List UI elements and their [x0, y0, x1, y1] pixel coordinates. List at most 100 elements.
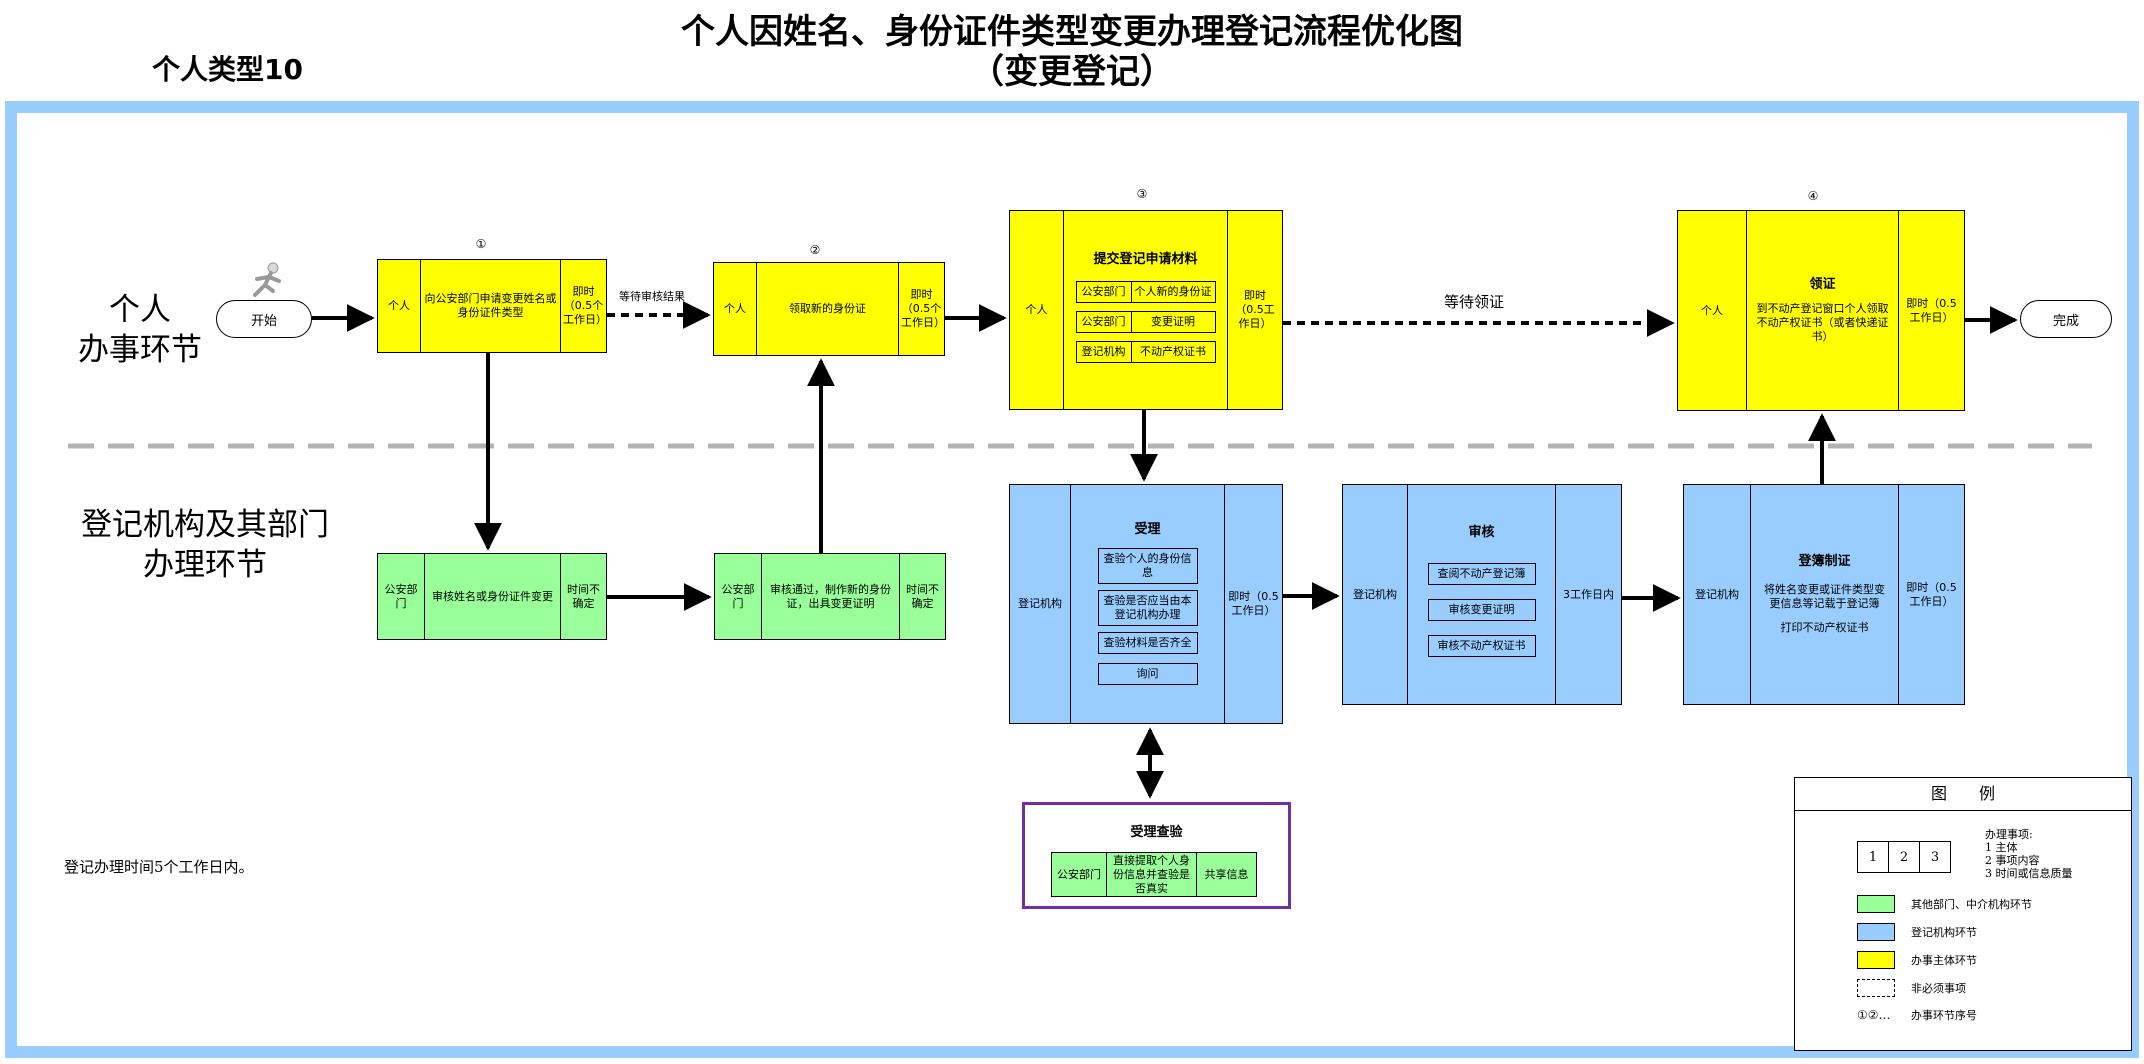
review-item: 审核不动产权证书	[1427, 634, 1536, 657]
step3-item-doc: 个人新的身份证	[1134, 285, 1212, 298]
record-main: 登簿制证 将姓名变更或证件类型变更信息等记载于登记簿 打印不动产权证书	[1750, 485, 1898, 704]
lane-personal-line2: 办事环节	[78, 332, 202, 368]
police1-time: 时间不确定	[560, 554, 606, 639]
wait-review-label: 等待审核结果	[619, 290, 685, 303]
legend-label: 办事环节序号	[1911, 1009, 1977, 1022]
legend: 图 例 1 2 3 办理事项: 1 主体 2 事项内容 3 时间或信息质量 其他…	[1794, 777, 2132, 1051]
legend-row-sequence: ①②… 办事环节序号	[1857, 1007, 1977, 1023]
accept-subject: 登记机构	[1018, 597, 1062, 610]
police1-content: 审核姓名或身份证件变更	[424, 554, 560, 639]
step3-item-org: 公安部门	[1077, 312, 1132, 332]
step3-box: 个人 提交登记申请材料 公安部门 个人新的身份证 公安部门 变更证明 登记机构 …	[1009, 210, 1283, 410]
legend-matters-title: 办理事项:	[1985, 828, 2033, 841]
accept-item: 查验是否应当由本登记机构办理	[1097, 590, 1198, 626]
verify-subject: 公安部门	[1057, 867, 1101, 881]
processing-time-note: 登记办理时间5个工作日内。	[64, 858, 254, 876]
accept-main: 受理 查验个人的身份信息 查验是否应当由本登记机构办理 查验材料是否齐全 询问	[1070, 485, 1224, 723]
step3-item: 登记机构 不动产权证书	[1075, 341, 1216, 363]
legend-cell-subject: 1	[1857, 841, 1889, 873]
step-number-2: ②	[809, 243, 821, 257]
legend-swatch-blue	[1857, 923, 1895, 941]
lane-personal-label: 个人 办事环节	[60, 290, 220, 370]
legend-swatch-yellow	[1857, 951, 1895, 969]
verify-content: 直接提取个人身份信息并查验是否真实	[1106, 853, 1196, 896]
review-item: 查阅不动产登记簿	[1427, 562, 1536, 585]
review-box: 登记机构 审核 查阅不动产登记簿 审核变更证明 审核不动产权证书 3工作日内	[1342, 484, 1622, 705]
record-line: 打印不动产权证书	[1780, 620, 1869, 634]
step1-subject: 个人	[388, 299, 410, 312]
legend-matters: 办理事项: 1 主体 2 事项内容 3 时间或信息质量	[1985, 828, 2073, 880]
review-title: 审核	[1468, 524, 1495, 540]
lane-registry-label: 登记机构及其部门 办理环节	[60, 505, 350, 585]
step1-time: 即时（0.5个工作日）	[560, 260, 607, 352]
legend-row-optional: 非必须事项	[1857, 979, 1966, 997]
police2-box: 公安部门 审核通过，制作新的身份证，出具变更证明 时间不确定	[714, 553, 946, 640]
step-number-1: ①	[475, 237, 487, 251]
legend-row-other-dept: 其他部门、中介机构环节	[1857, 895, 2032, 913]
step2-content: 领取新的身份证	[756, 263, 898, 355]
step4-subject: 个人	[1701, 303, 1723, 317]
step1-content: 向公安部门申请变更姓名或身份证件类型	[420, 260, 560, 352]
step4-title: 领证	[1809, 276, 1836, 292]
lane-registry-line2: 办理环节	[143, 547, 267, 583]
accept-title: 受理	[1134, 522, 1161, 537]
step-number-3: ③	[1136, 187, 1148, 201]
verify-box: 公安部门 直接提取个人身份信息并查验是否真实 共享信息	[1051, 852, 1257, 897]
step4-main: 领证 到不动产登记窗口个人领取不动产权证书（或者快递证书）	[1746, 211, 1898, 410]
step3-item-doc: 变更证明	[1151, 315, 1195, 328]
step1-box: 个人 向公安部门申请变更姓名或身份证件类型 即时（0.5个工作日）	[377, 259, 607, 353]
runner-icon	[243, 261, 289, 305]
verify-title: 受理查验	[1130, 825, 1183, 840]
step4-time: 即时（0.5工作日）	[1898, 211, 1964, 410]
type-label: 个人类型10	[152, 53, 303, 86]
police1-box: 公安部门 审核姓名或身份证件变更 时间不确定	[377, 553, 607, 640]
legend-seq-symbol: ①②…	[1857, 1008, 1891, 1022]
legend-cell-time: 3	[1920, 841, 1951, 873]
step2-subject: 个人	[724, 302, 746, 315]
step-number-4: ④	[1807, 189, 1819, 203]
step3-item: 公安部门 个人新的身份证	[1075, 281, 1216, 303]
review-item: 审核变更证明	[1427, 598, 1536, 621]
review-subject: 登记机构	[1353, 587, 1397, 601]
lane-personal-line1: 个人	[109, 292, 171, 328]
review-time: 3工作日内	[1555, 485, 1621, 704]
lane-registry-line1: 登记机构及其部门	[81, 507, 329, 543]
step2-box: 个人 领取新的身份证 即时（0.5个工作日）	[713, 262, 945, 356]
legend-matter: 1 主体	[1985, 841, 2018, 854]
accept-time: 即时（0.5工作日）	[1224, 485, 1282, 723]
legend-label: 办事主体环节	[1911, 954, 1977, 967]
legend-swatch-dashed	[1857, 979, 1895, 997]
police1-subject: 公安部门	[384, 582, 418, 610]
legend-cell-content: 2	[1889, 841, 1920, 873]
legend-matter: 2 事项内容	[1985, 854, 2040, 867]
legend-cells: 1 2 3	[1857, 841, 1951, 873]
police2-content: 审核通过，制作新的身份证，出具变更证明	[761, 554, 899, 639]
record-subject: 登记机构	[1695, 587, 1739, 601]
legend-label: 非必须事项	[1911, 982, 1966, 995]
legend-label: 其他部门、中介机构环节	[1911, 898, 2032, 911]
step4-content: 到不动产登记窗口个人领取不动产权证书（或者快递证书）	[1756, 301, 1889, 343]
verify-time: 共享信息	[1196, 853, 1256, 896]
wait-cert-label: 等待领证	[1444, 293, 1505, 311]
accept-item: 查验个人的身份信息	[1097, 548, 1198, 584]
police2-subject: 公安部门	[721, 582, 755, 610]
step3-item-doc: 不动产权证书	[1140, 345, 1206, 358]
step3-item-org: 登记机构	[1077, 342, 1132, 362]
start-terminal: 开始	[216, 300, 312, 338]
record-time: 即时（0.5工作日）	[1898, 485, 1964, 704]
step3-time: 即时（0.5工作日）	[1227, 211, 1282, 409]
record-title: 登簿制证	[1798, 553, 1851, 569]
page-title: 个人因姓名、身份证件类型变更办理登记流程优化图	[681, 12, 1463, 52]
accept-item: 询问	[1097, 663, 1198, 685]
legend-matter: 3 时间或信息质量	[1985, 867, 2073, 880]
step2-time: 即时（0.5个工作日）	[898, 263, 945, 355]
step3-content: 提交登记申请材料 公安部门 个人新的身份证 公安部门 变更证明 登记机构 不动产…	[1063, 211, 1227, 409]
end-terminal: 完成	[2020, 300, 2112, 338]
page-subtitle: （变更登记）	[970, 52, 1174, 92]
review-main: 审核 查阅不动产登记簿 审核变更证明 审核不动产权证书	[1407, 485, 1555, 704]
step3-title: 提交登记申请材料	[1093, 252, 1198, 267]
step3-subject: 个人	[1025, 303, 1048, 316]
legend-label: 登记机构环节	[1911, 926, 1977, 939]
legend-row-registry: 登记机构环节	[1857, 923, 1977, 941]
